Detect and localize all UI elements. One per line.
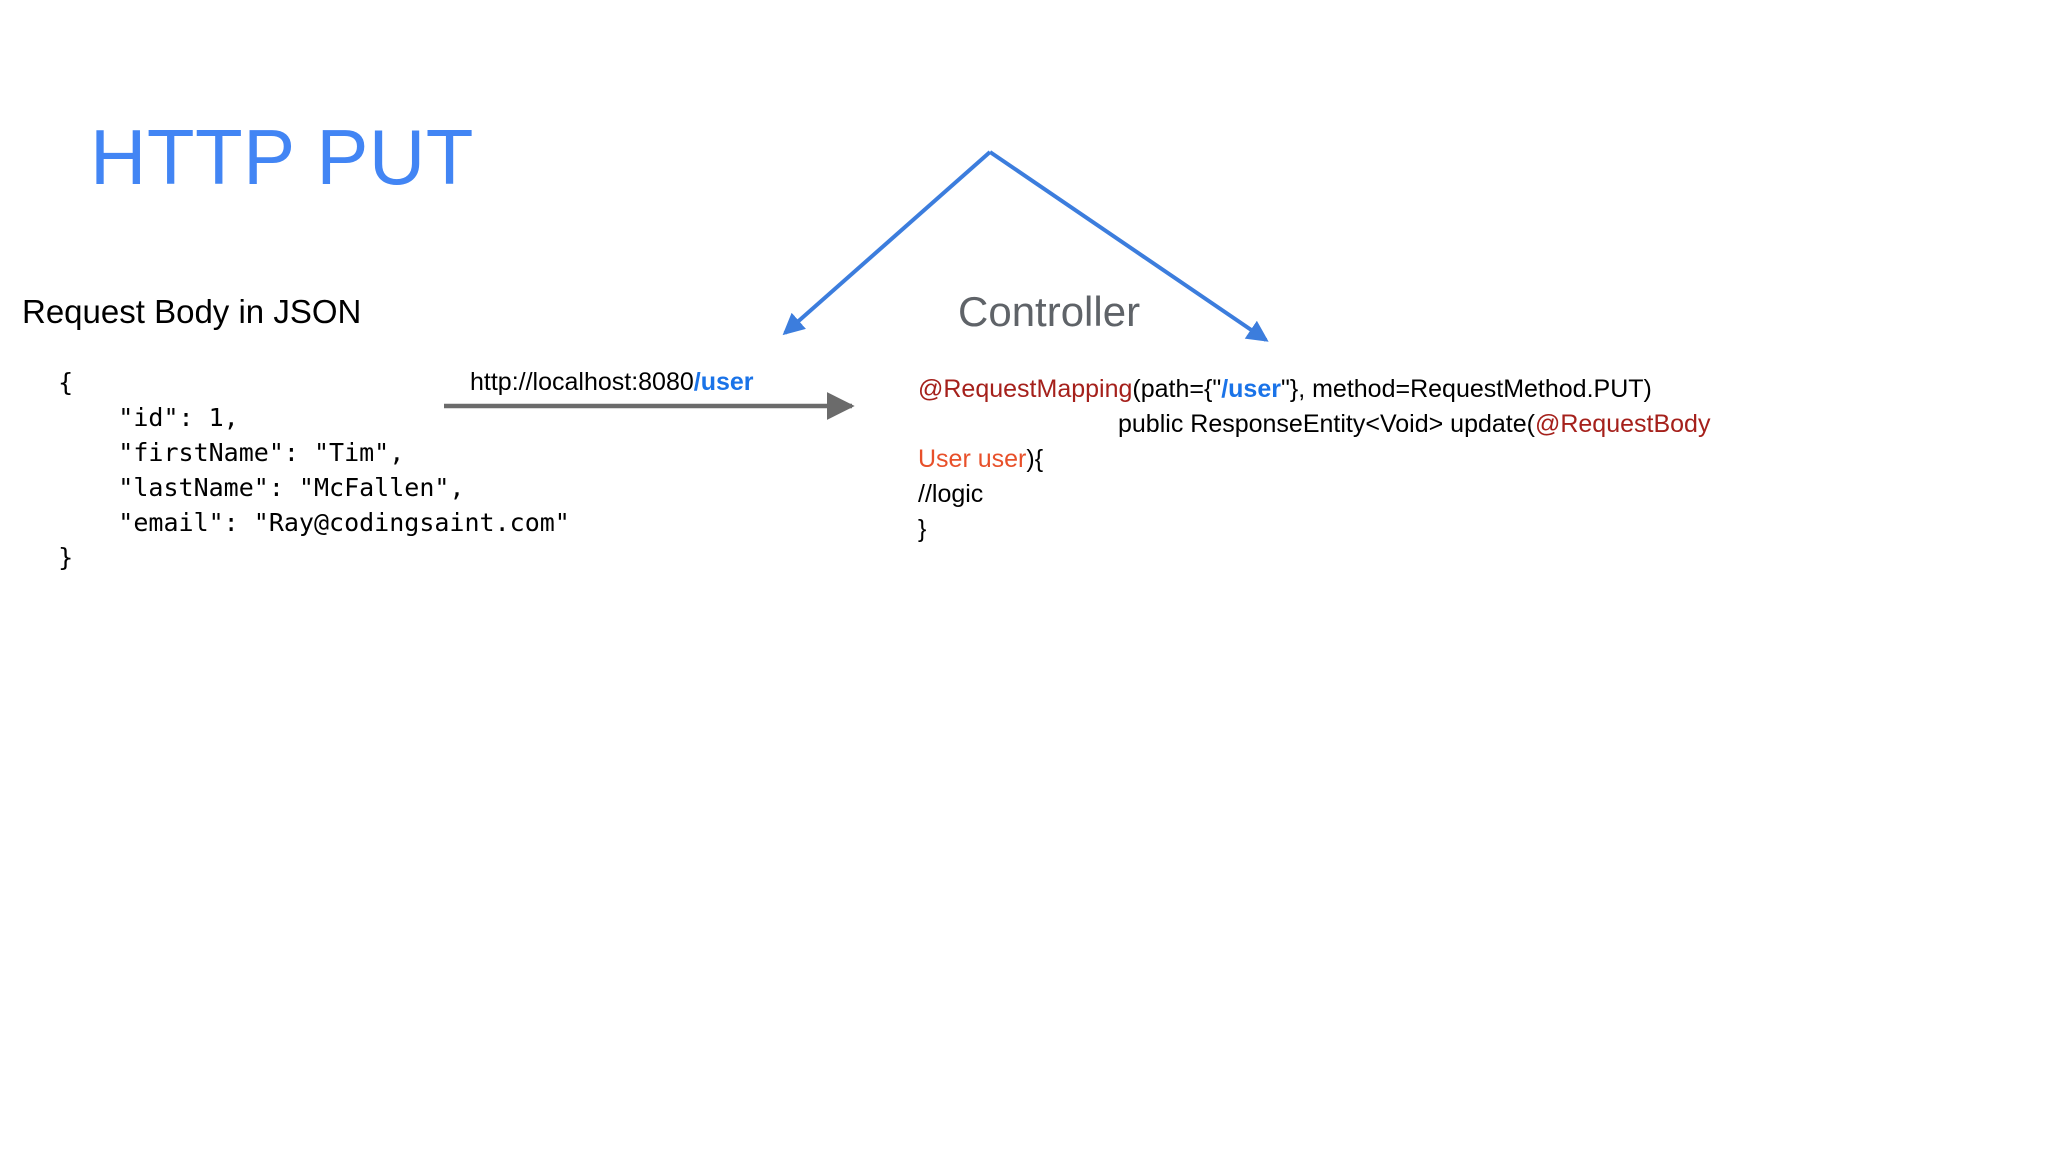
request-flow-arrow-icon	[444, 392, 855, 420]
code-token-plain: (path={"	[1132, 375, 1222, 403]
code-line: public ResponseEntity<Void> update(@Requ…	[918, 407, 1978, 442]
request-body-json: { "id": 1, "firstName": "Tim", "lastName…	[58, 368, 570, 572]
request-body-heading: Request Body in JSON	[22, 293, 362, 330]
controller-code-block: @RequestMapping(path={"/user"}, method=R…	[918, 372, 1978, 547]
code-token-plain: }	[918, 515, 927, 543]
code-line: User user){	[918, 442, 1978, 477]
code-token-plain: //logic	[918, 480, 984, 508]
code-token-path: /user	[1221, 375, 1281, 403]
controller-heading: Controller	[958, 288, 1141, 335]
code-token-type: User user	[918, 445, 1027, 473]
code-token-plain: ){	[1026, 445, 1044, 473]
request-url-path: /user	[693, 368, 754, 396]
branch-arrows-icon	[782, 150, 1269, 342]
code-token-annotation: @RequestBody	[1534, 410, 1711, 438]
code-line: }	[918, 512, 1978, 547]
request-url-base: http://localhost:8080	[470, 368, 694, 396]
code-token-plain: "}, method=RequestMethod.PUT)	[1280, 375, 1652, 403]
code-token-plain: public ResponseEntity<Void> update(	[1118, 410, 1535, 438]
code-line: @RequestMapping(path={"/user"}, method=R…	[918, 372, 1978, 407]
code-line: //logic	[918, 477, 1978, 512]
page-title: HTTP PUT	[90, 113, 474, 201]
code-token-annotation: @RequestMapping	[918, 375, 1133, 403]
request-url-label: http://localhost:8080/user	[470, 370, 754, 395]
